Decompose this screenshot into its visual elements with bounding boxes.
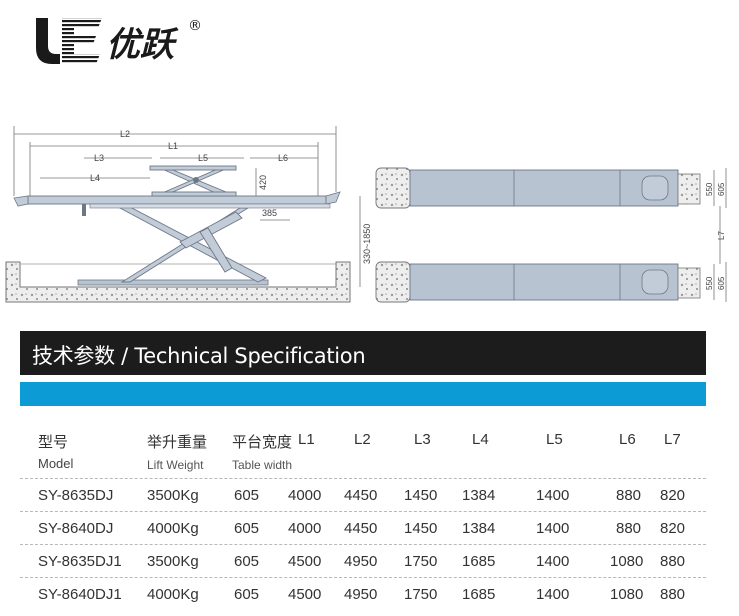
table-header: 型号 Model 举升重量 Lift Weight 平台宽度 Table wid… — [20, 428, 706, 478]
cell-weight: 4000Kg — [147, 586, 199, 603]
cell-l4: 1384 — [462, 487, 496, 504]
cell-l4: 1685 — [462, 586, 496, 603]
cell-l2: 4450 — [344, 487, 378, 504]
header-l3: L3 — [414, 431, 431, 448]
logo-registered: ® — [188, 18, 202, 34]
header-l5: L5 — [546, 431, 563, 448]
brand-logo-graphic: 优跃 ® — [36, 18, 202, 65]
header-width-cn: 平台宽度 — [232, 434, 293, 451]
dim-l6: L6 — [278, 153, 288, 163]
cell-l1: 4000 — [288, 520, 322, 537]
cell-weight: 3500Kg — [147, 553, 199, 570]
brand-logo: 优跃 ® — [30, 12, 230, 68]
header-l4: L4 — [472, 431, 489, 448]
dim-550-lower: 550 — [705, 276, 714, 290]
dim-605-upper: 605 — [717, 182, 726, 196]
dim-l5: L5 — [198, 153, 208, 163]
header-model-en: Model — [38, 456, 74, 471]
table-row: SY-8635DJ1 3500Kg 605 4500 4950 1750 168… — [20, 544, 706, 577]
lift-diagram: L2 L1 L3 L5 L6 L4 385 420 330~1850 — [0, 112, 739, 312]
runway-top-view-upper — [375, 167, 701, 209]
cell-l7: 880 — [660, 553, 686, 570]
cell-l6: 1080 — [610, 553, 644, 570]
header-l2: L2 — [354, 431, 371, 448]
cell-model: SY-8635DJ — [38, 487, 114, 504]
dim-l1: L1 — [168, 141, 178, 151]
cell-weight: 3500Kg — [147, 487, 199, 504]
header-weight-cn: 举升重量 — [147, 434, 208, 451]
cell-weight: 4000Kg — [147, 520, 199, 537]
cell-model: SY-8640DJ — [38, 520, 114, 537]
cell-model: SY-8640DJ1 — [38, 586, 122, 603]
cell-l6: 1080 — [610, 586, 644, 603]
cell-width: 605 — [234, 553, 260, 570]
dim-550-upper: 550 — [705, 182, 714, 196]
base-plate — [77, 279, 269, 286]
table-row: SY-8640DJ1 4000Kg 605 4500 4950 1750 168… — [20, 577, 706, 610]
cell-l4: 1384 — [462, 520, 496, 537]
cell-l5: 1400 — [536, 553, 570, 570]
spec-title-banner: 技术参数 / Technical Specification — [20, 331, 706, 375]
secondary-scissor — [149, 165, 237, 197]
cell-l6: 880 — [616, 487, 642, 504]
dim-l4: L4 — [90, 173, 100, 183]
cell-l3: 1450 — [404, 520, 438, 537]
header-l7: L7 — [664, 431, 681, 448]
spec-table: 型号 Model 举升重量 Lift Weight 平台宽度 Table wid… — [20, 428, 706, 610]
header-model-cn: 型号 — [38, 434, 69, 451]
cell-l7: 820 — [660, 487, 686, 504]
header-weight-en: Lift Weight — [147, 458, 204, 472]
cell-l3: 1750 — [404, 586, 438, 603]
cell-l6: 880 — [616, 520, 642, 537]
cell-l4: 1685 — [462, 553, 496, 570]
dim-420: 420 — [258, 175, 268, 190]
logo-chinese: 优跃 — [106, 25, 179, 65]
cell-l7: 880 — [660, 586, 686, 603]
cell-l7: 820 — [660, 520, 686, 537]
header-l6: L6 — [619, 431, 636, 448]
cell-l2: 4950 — [344, 553, 378, 570]
cell-l2: 4950 — [344, 586, 378, 603]
cell-l1: 4500 — [288, 586, 322, 603]
header-width-en: Table width — [232, 458, 293, 472]
pit-floor — [5, 261, 351, 303]
header-l1: L1 — [298, 431, 315, 448]
cell-width: 605 — [234, 487, 260, 504]
dim-330-1850: 330~1850 — [362, 224, 372, 264]
cell-l5: 1400 — [536, 586, 570, 603]
dim-l3: L3 — [94, 153, 104, 163]
cell-l1: 4000 — [288, 487, 322, 504]
cell-width: 605 — [234, 586, 260, 603]
table-row: SY-8640DJ 4000Kg 605 4000 4450 1450 1384… — [20, 511, 706, 544]
cell-width: 605 — [234, 520, 260, 537]
cell-l1: 4500 — [288, 553, 322, 570]
cell-l3: 1450 — [404, 487, 438, 504]
cell-l2: 4450 — [344, 520, 378, 537]
spec-title: 技术参数 / Technical Specification — [32, 344, 366, 368]
dim-l7: L7 — [717, 231, 726, 240]
accent-bar — [20, 382, 706, 406]
dim-l2: L2 — [120, 129, 130, 139]
dim-605-lower: 605 — [717, 276, 726, 290]
cell-model: SY-8635DJ1 — [38, 553, 122, 570]
cell-l3: 1750 — [404, 553, 438, 570]
runway-top-view-lower — [375, 261, 701, 303]
cell-l5: 1400 — [536, 487, 570, 504]
dimension-lines — [13, 126, 361, 287]
cell-l5: 1400 — [536, 520, 570, 537]
scissor-arms — [118, 205, 267, 283]
table-row: SY-8635DJ 3500Kg 605 4000 4450 1450 1384… — [20, 478, 706, 511]
dim-385: 385 — [262, 208, 277, 218]
